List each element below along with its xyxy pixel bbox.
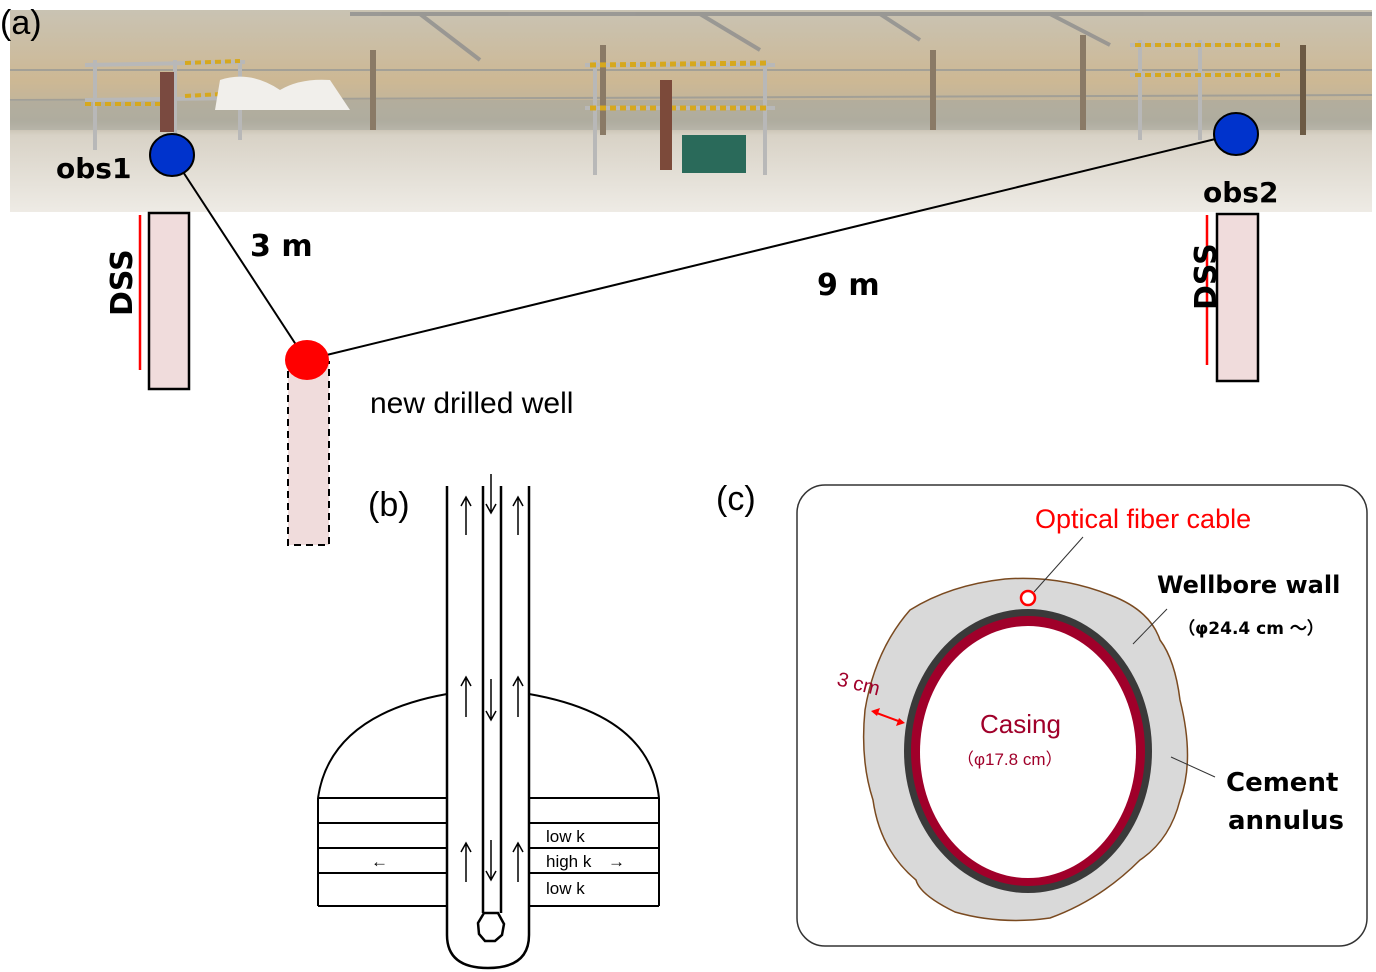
distance-label-3m: 3 m bbox=[250, 229, 313, 264]
obs2-well: DSS obs2 bbox=[1189, 112, 1278, 383]
distance-label-9m: 9 m bbox=[817, 268, 880, 303]
casing-interior bbox=[920, 626, 1136, 878]
gap-arrow-icon bbox=[871, 708, 905, 726]
wellbore-size-label: （φ24.4 cm ～） bbox=[1178, 618, 1324, 639]
casing-label: Casing bbox=[980, 709, 1061, 739]
obs2-marker bbox=[1213, 112, 1259, 156]
right-flow-arrow-icon: → bbox=[608, 852, 625, 871]
optical-fiber-label: Optical fiber cable bbox=[1035, 504, 1251, 534]
wellbore-schematic bbox=[317, 486, 660, 970]
up-arrow-icon bbox=[460, 841, 472, 882]
up-arrow-icon bbox=[460, 675, 472, 717]
down-arrow-icon bbox=[485, 474, 497, 515]
reservoir-dome-right bbox=[528, 693, 660, 799]
panel-a-label: (a) bbox=[0, 4, 42, 42]
obs1-marker bbox=[149, 133, 195, 177]
obs2-dss-label: DSS bbox=[1189, 243, 1224, 310]
down-arrow-icon bbox=[485, 679, 497, 722]
layer-label-low-k-top: low k bbox=[546, 827, 585, 846]
up-arrow-icon bbox=[512, 675, 524, 717]
new-drilled-well: new drilled well bbox=[285, 340, 573, 546]
panel-b-label: (b) bbox=[368, 486, 410, 524]
reservoir-dome-left bbox=[317, 693, 448, 799]
new-well-marker bbox=[285, 340, 329, 380]
cement-label-line1: Cement bbox=[1226, 768, 1338, 798]
panel-c-label: (c) bbox=[716, 480, 756, 518]
flow-arrows bbox=[460, 474, 524, 882]
layer-label-high-k: high k bbox=[546, 852, 592, 871]
site-photo bbox=[9, 10, 1373, 212]
obs1-label: obs1 bbox=[56, 152, 131, 185]
wellbore-cross-section bbox=[862, 577, 1189, 922]
new-well-column bbox=[287, 361, 330, 546]
obs2-well-column bbox=[1215, 212, 1260, 383]
obs1-dss-label: DSS bbox=[105, 249, 140, 316]
left-flow-arrow-icon: ← bbox=[371, 852, 388, 871]
up-arrow-icon bbox=[512, 495, 524, 535]
obs1-well-column bbox=[147, 211, 191, 391]
up-arrow-icon bbox=[460, 495, 472, 535]
distance-line-obs1 bbox=[171, 154, 307, 361]
layer-label-low-k-bottom: low k bbox=[546, 879, 585, 898]
obs1-well: DSS obs1 bbox=[56, 133, 195, 391]
new-well-label: new drilled well bbox=[370, 387, 573, 420]
obs2-label: obs2 bbox=[1203, 176, 1278, 209]
wellbore-wall-label: Wellbore wall bbox=[1157, 571, 1340, 599]
optical-fiber-marker bbox=[1019, 589, 1037, 607]
down-arrow-icon bbox=[485, 840, 497, 882]
up-arrow-icon bbox=[512, 841, 524, 882]
leader-lines bbox=[1033, 536, 1216, 778]
casing-size-label: （φ17.8 cm） bbox=[957, 750, 1063, 769]
distance-line-obs2 bbox=[305, 133, 1237, 361]
cement-label-line2: annulus bbox=[1228, 806, 1344, 836]
